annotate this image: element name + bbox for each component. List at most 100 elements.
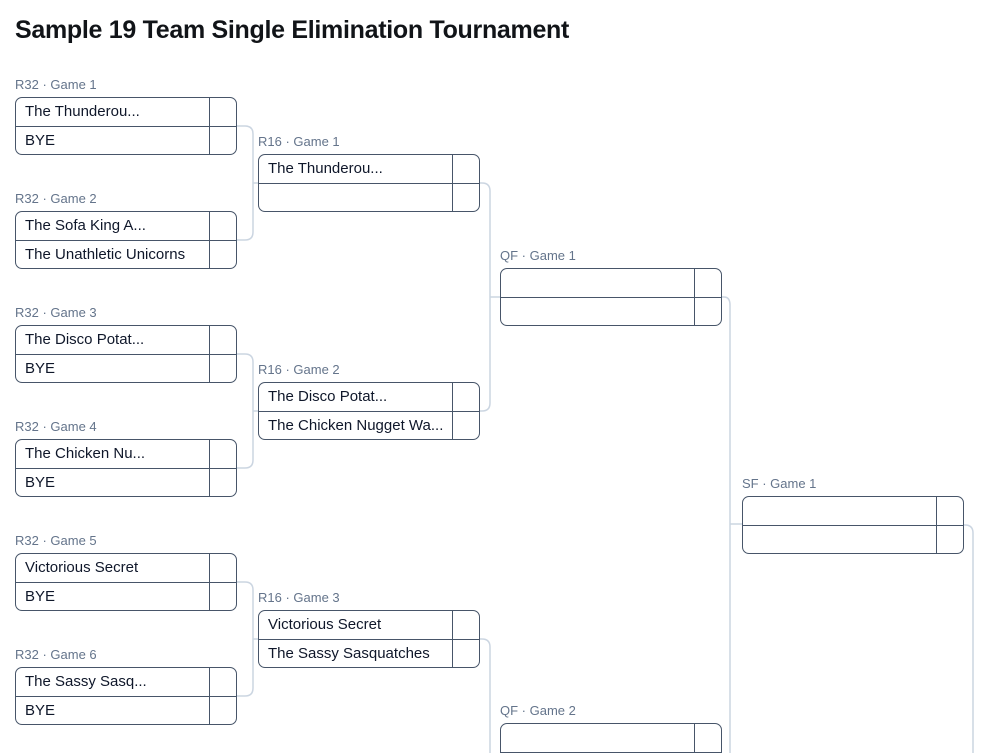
match-r16-game-2: R16 · Game 2 The Disco Potat... The Chic… (258, 362, 480, 440)
team-slot-bottom[interactable]: The Chicken Nugget Wa... (259, 411, 479, 439)
match-r32-game-4: R32 · Game 4 The Chicken Nu... BYE (15, 419, 237, 497)
match-r32-game-6: R32 · Game 6 The Sassy Sasq... BYE (15, 647, 237, 725)
team-slot-bottom[interactable] (743, 525, 963, 553)
team-name (501, 724, 694, 752)
match-label: R16 · Game 1 (258, 134, 340, 149)
score-cell[interactable] (209, 98, 236, 126)
team-name: The Chicken Nugget Wa... (268, 417, 444, 434)
team-name: The Sassy Sasq... (25, 673, 147, 690)
connector-r16-g1-g2-to-qf-g1 (480, 182, 500, 412)
team-name (501, 269, 694, 297)
score-cell[interactable] (209, 697, 236, 724)
score-cell[interactable] (452, 155, 479, 183)
match-label: R32 · Game 2 (15, 191, 97, 206)
team-slot-bottom[interactable]: BYE (16, 696, 236, 724)
score-cell[interactable] (936, 526, 963, 553)
match-box: The Disco Potat... The Chicken Nugget Wa… (258, 382, 480, 440)
match-label: R32 · Game 3 (15, 305, 97, 320)
score-cell[interactable] (694, 269, 721, 297)
match-box (500, 268, 722, 326)
score-cell[interactable] (209, 241, 236, 268)
score-cell[interactable] (452, 611, 479, 639)
match-label: R32 · Game 4 (15, 419, 97, 434)
team-slot-top[interactable]: The Sofa King A... (16, 212, 236, 240)
team-name: Victorious Secret (25, 559, 139, 576)
score-cell[interactable] (209, 469, 236, 496)
team-slot-bottom[interactable]: The Sassy Sasquatches (259, 639, 479, 667)
score-cell[interactable] (452, 184, 479, 211)
team-slot-bottom[interactable]: BYE (16, 354, 236, 382)
team-slot-top[interactable]: The Thunderou... (16, 98, 236, 126)
match-label: R32 · Game 5 (15, 533, 97, 548)
team-slot-bottom[interactable]: BYE (16, 126, 236, 154)
team-name: Victorious Secret (268, 616, 382, 633)
score-cell[interactable] (936, 497, 963, 525)
match-box: The Sassy Sasq... BYE (15, 667, 237, 725)
team-slot-top[interactable] (501, 724, 721, 752)
score-cell[interactable] (209, 668, 236, 696)
match-label: R16 · Game 3 (258, 590, 340, 605)
team-slot-top[interactable]: The Disco Potat... (259, 383, 479, 411)
team-slot-top[interactable]: Victorious Secret (16, 554, 236, 582)
score-cell[interactable] (452, 383, 479, 411)
match-label: QF · Game 1 (500, 248, 576, 263)
score-cell[interactable] (694, 724, 721, 752)
match-label: SF · Game 1 (742, 476, 817, 491)
score-cell[interactable] (209, 326, 236, 354)
team-name: BYE (25, 588, 56, 605)
team-name: The Thunderou... (25, 103, 140, 120)
match-box: The Thunderou... (258, 154, 480, 212)
match-box: The Sofa King A... The Unathletic Unicor… (15, 211, 237, 269)
team-name: The Sofa King A... (25, 217, 146, 234)
team-slot-top[interactable] (743, 497, 963, 525)
team-slot-top[interactable]: Victorious Secret (259, 611, 479, 639)
score-cell[interactable] (694, 298, 721, 325)
score-cell[interactable] (209, 212, 236, 240)
team-slot-bottom[interactable] (259, 183, 479, 211)
match-r32-game-1: R32 · Game 1 The Thunderou... BYE (15, 77, 237, 155)
team-name: BYE (25, 702, 56, 719)
match-box (742, 496, 964, 554)
team-slot-top[interactable]: The Sassy Sasq... (16, 668, 236, 696)
match-box: The Thunderou... BYE (15, 97, 237, 155)
match-box: Victorious Secret The Sassy Sasquatches (258, 610, 480, 668)
match-box: The Chicken Nu... BYE (15, 439, 237, 497)
score-cell[interactable] (452, 412, 479, 439)
match-label: R16 · Game 2 (258, 362, 340, 377)
score-cell[interactable] (209, 440, 236, 468)
match-label: R32 · Game 6 (15, 647, 97, 662)
match-label: R32 · Game 1 (15, 77, 97, 92)
team-name (501, 298, 694, 325)
team-slot-top[interactable]: The Disco Potat... (16, 326, 236, 354)
match-r16-game-1: R16 · Game 1 The Thunderou... (258, 134, 480, 212)
team-slot-bottom[interactable]: The Unathletic Unicorns (16, 240, 236, 268)
team-name: BYE (25, 474, 56, 491)
team-slot-bottom[interactable]: BYE (16, 582, 236, 610)
match-r32-game-3: R32 · Game 3 The Disco Potat... BYE (15, 305, 237, 383)
match-label: QF · Game 2 (500, 703, 576, 718)
score-cell[interactable] (209, 554, 236, 582)
score-cell[interactable] (209, 583, 236, 610)
match-r32-game-5: R32 · Game 5 Victorious Secret BYE (15, 533, 237, 611)
match-sf-game-1: SF · Game 1 (742, 476, 964, 554)
team-name (259, 184, 452, 211)
score-cell[interactable] (209, 355, 236, 382)
team-slot-bottom[interactable] (501, 297, 721, 325)
team-slot-top[interactable]: The Chicken Nu... (16, 440, 236, 468)
team-slot-top[interactable]: The Thunderou... (259, 155, 479, 183)
connector-r32-g3-g4-to-r16-g2 (237, 353, 258, 469)
match-r16-game-3: R16 · Game 3 Victorious Secret The Sassy… (258, 590, 480, 668)
team-name: The Chicken Nu... (25, 445, 146, 462)
match-box: The Disco Potat... BYE (15, 325, 237, 383)
connector-sf-g1-to-final (964, 524, 974, 753)
score-cell[interactable] (209, 127, 236, 154)
team-slot-top[interactable] (501, 269, 721, 297)
team-slot-bottom[interactable]: BYE (16, 468, 236, 496)
match-box: Victorious Secret BYE (15, 553, 237, 611)
page-title: Sample 19 Team Single Elimination Tourna… (15, 16, 570, 44)
team-name: The Disco Potat... (268, 388, 388, 405)
score-cell[interactable] (452, 640, 479, 667)
connector-qf-g1-g2-to-sf-g1 (722, 296, 742, 753)
team-name: The Unathletic Unicorns (25, 246, 186, 263)
